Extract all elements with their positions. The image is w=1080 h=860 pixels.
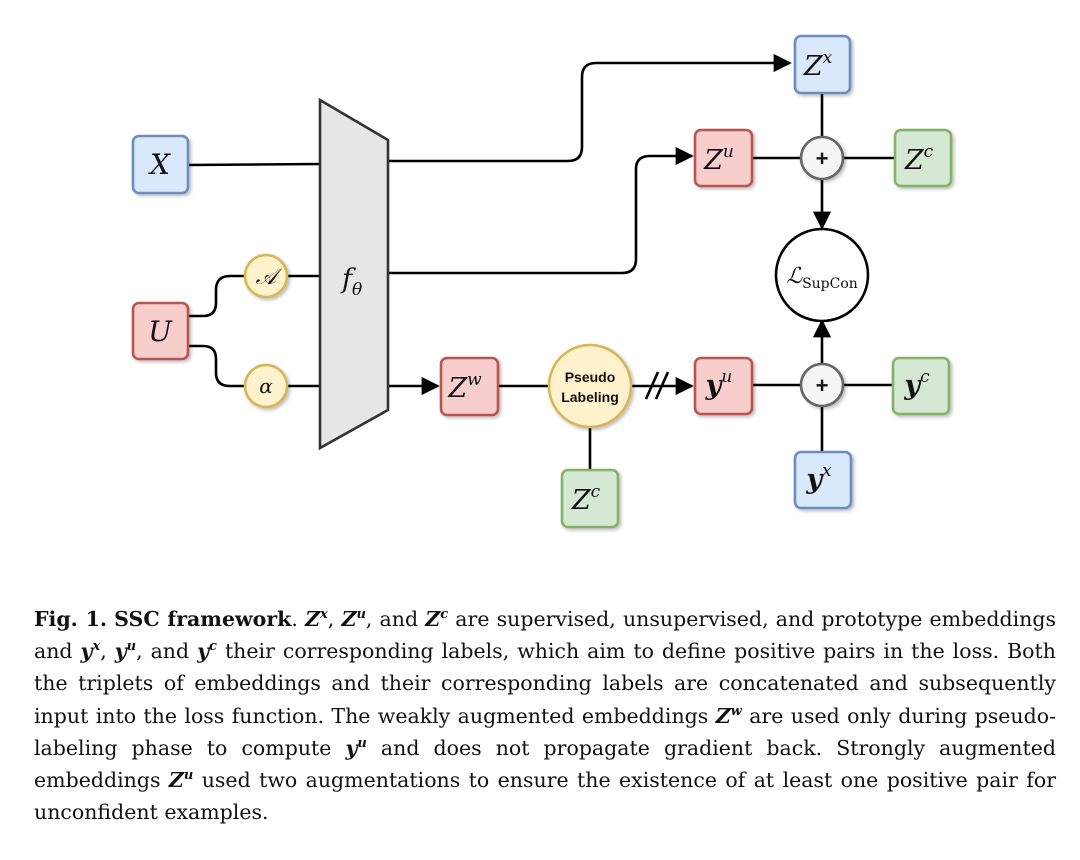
pseudo-labeling-line2: Labeling bbox=[561, 389, 619, 405]
edge-x-to-encoder bbox=[187, 162, 321, 167]
zx-label: Zx bbox=[803, 48, 833, 82]
concat-bottom-node bbox=[799, 362, 845, 408]
zc-bottom-box bbox=[560, 468, 620, 529]
zc-top-label: Zc bbox=[904, 142, 934, 176]
edge-u-to-strong-aug bbox=[188, 274, 245, 318]
yu-label: yu bbox=[705, 367, 733, 401]
math-zu: Zu bbox=[341, 607, 366, 631]
pseudo-labeling-node bbox=[547, 343, 633, 429]
encoder-block bbox=[318, 97, 390, 451]
math-yx: yx bbox=[80, 639, 101, 664]
input-u-label: U bbox=[148, 315, 173, 348]
math-zw: Zw bbox=[715, 703, 742, 728]
math-yu-2: yu bbox=[345, 735, 367, 760]
yx-box bbox=[793, 450, 853, 510]
math-zu-2: Zu bbox=[168, 768, 194, 793]
yx-label: yx bbox=[805, 461, 832, 495]
zu-label: Zu bbox=[703, 142, 734, 176]
yu-box bbox=[693, 356, 754, 416]
zw-box bbox=[439, 356, 500, 417]
zc-bottom-label: Zc bbox=[571, 482, 601, 516]
math-zc: Zc bbox=[425, 607, 449, 631]
supcon-loss-node bbox=[774, 227, 870, 323]
caption-title: SSC framework bbox=[114, 607, 292, 631]
weak-augmentation-label: α bbox=[259, 374, 273, 398]
edge-encoder-to-zu bbox=[388, 146, 694, 275]
ssc-framework-diagram: fθ X U 𝒜 α Zx Zu Zc + ℒSupCon Zw Pseudo … bbox=[131, 34, 953, 529]
supcon-loss-label: ℒSupCon bbox=[786, 264, 858, 292]
math-yu: yu bbox=[114, 639, 137, 664]
figure-caption: Fig. 1. SSC framework. Zx, Zu, and Zc ar… bbox=[34, 607, 1056, 825]
zu-box bbox=[693, 128, 754, 188]
pseudo-labeling-line1: Pseudo bbox=[565, 369, 616, 385]
concat-bottom-symbol: + bbox=[816, 373, 829, 398]
weak-augmentation-node bbox=[243, 363, 289, 409]
strong-augmentation-node bbox=[243, 253, 289, 299]
math-yc: yc bbox=[197, 639, 217, 664]
concat-top-symbol: + bbox=[816, 146, 829, 171]
stop-gradient-mark bbox=[644, 371, 670, 400]
yc-box bbox=[891, 356, 951, 416]
zw-label: Zw bbox=[447, 370, 482, 404]
math-zx: Zx bbox=[305, 607, 328, 631]
concat-top-node bbox=[799, 135, 845, 181]
zc-top-box bbox=[893, 128, 953, 188]
input-x-label: X bbox=[148, 148, 171, 181]
input-x-box bbox=[131, 134, 190, 195]
zx-box bbox=[793, 34, 852, 95]
connectors bbox=[187, 53, 895, 470]
caption-figure-number: Fig. 1. bbox=[34, 607, 107, 631]
yc-label: yc bbox=[903, 367, 930, 401]
edge-u-to-weak-aug bbox=[188, 344, 245, 388]
edge-encoder-to-zx bbox=[388, 53, 792, 163]
input-u-box bbox=[131, 301, 190, 361]
